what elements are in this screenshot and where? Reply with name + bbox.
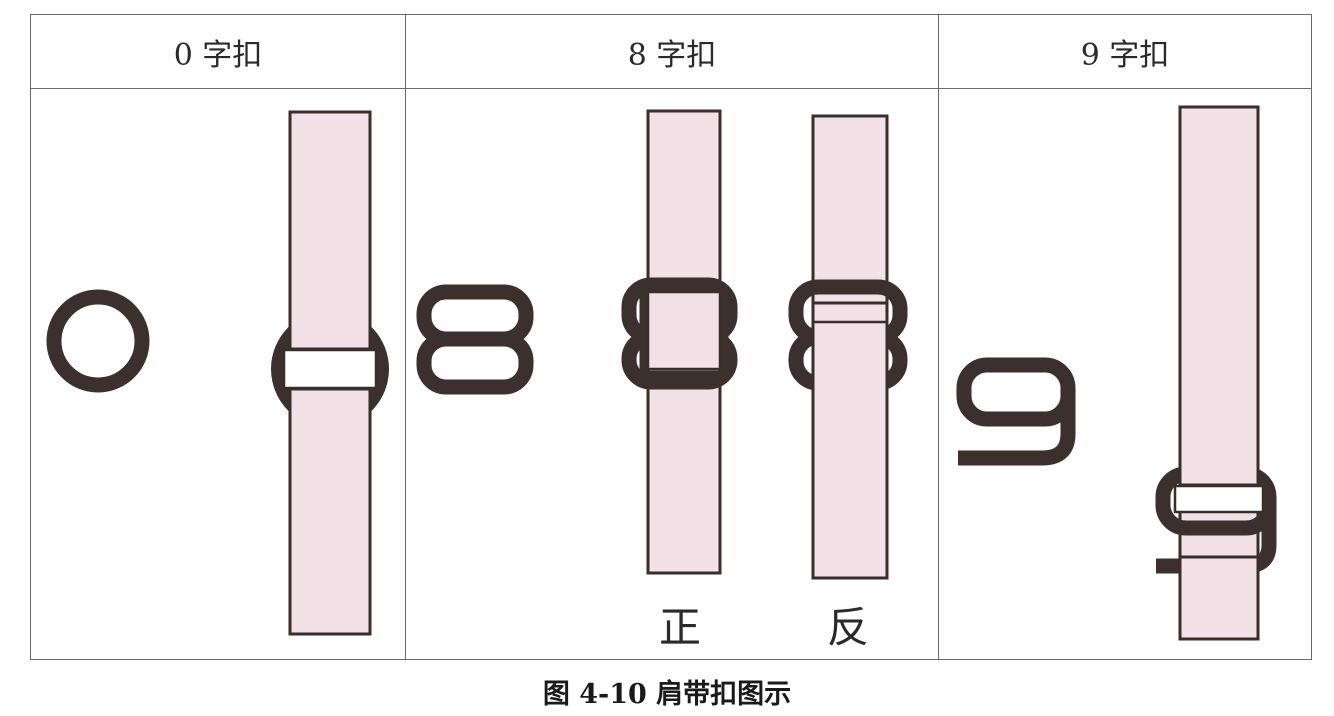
- figure-caption: 图 4-10 肩带扣图示: [542, 679, 792, 710]
- label-front: 正: [659, 603, 702, 652]
- nine-buckle-standalone: [956, 357, 1076, 466]
- header-eight-buckle: 8 字扣: [627, 37, 717, 73]
- eight-buckle-back-assembly: [788, 114, 908, 580]
- column-divider-1: [405, 15, 406, 659]
- header-zero-buckle: 0 字扣: [173, 37, 263, 73]
- eight-buckle-standalone: [416, 284, 534, 395]
- zero-buckle-standalone: [46, 289, 150, 393]
- header-divider: [31, 88, 1311, 89]
- nine-buckle-strap-assembly: [1155, 105, 1277, 641]
- eight-buckle-front-assembly: [621, 109, 738, 575]
- label-back: 反: [827, 603, 870, 652]
- zero-buckle-strap-assembly: [271, 110, 389, 636]
- header-nine-buckle: 9 字扣: [1080, 37, 1170, 73]
- column-divider-2: [938, 15, 939, 659]
